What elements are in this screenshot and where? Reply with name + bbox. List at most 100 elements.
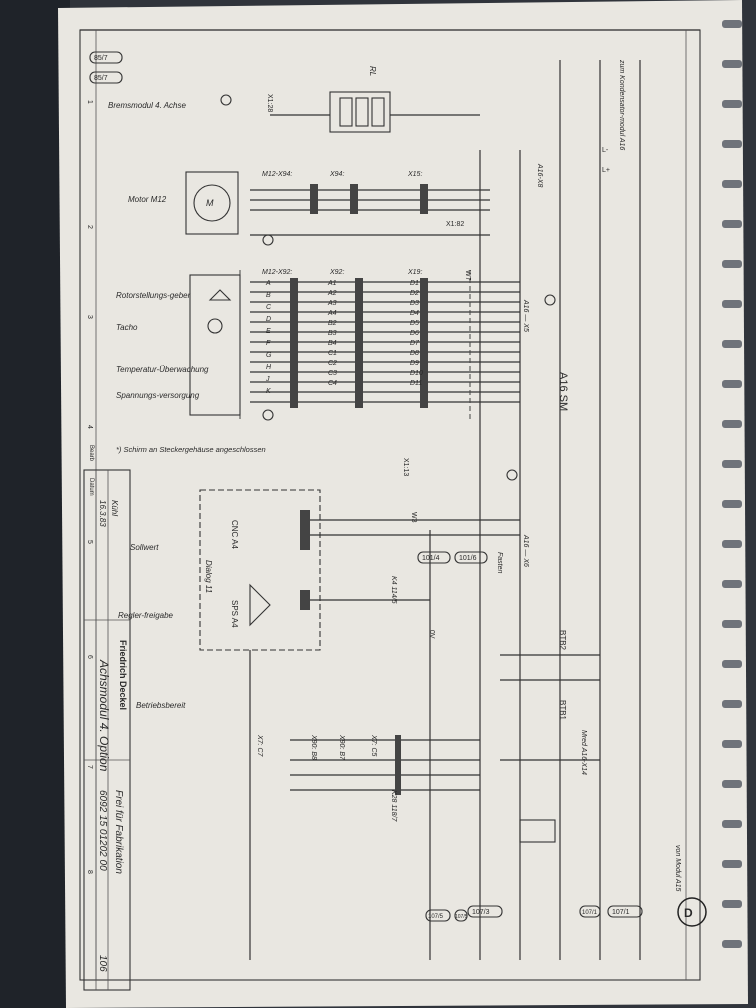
label-m12-x94: M12-X94: xyxy=(262,171,292,178)
col-5: 5 xyxy=(86,540,93,544)
term-code-9: 101/4 xyxy=(422,555,440,562)
title-main: Achsmodul 4. Option xyxy=(97,659,111,772)
title-company: Friedrich Deckel xyxy=(118,640,128,710)
label-regler: Regler-freigabe xyxy=(118,611,174,620)
label-m12-x92: M12-X92: xyxy=(262,269,292,276)
label-x1-28: X1:28 xyxy=(266,94,273,112)
title-bearb-label: Bearb xyxy=(88,445,94,462)
x19-pin-1: D1 xyxy=(410,280,419,287)
rotor-encoder-box xyxy=(189,274,241,416)
label-x1-82: X1:82 xyxy=(446,221,464,228)
x19-pin-9: D9 xyxy=(410,360,419,367)
column-number-row: 1 2 3 4 5 6 7 8 xyxy=(86,100,93,874)
label-temp: Temperatur-Überwachung xyxy=(116,365,209,374)
col-3: 3 xyxy=(86,315,93,319)
label-motor: Motor M12 xyxy=(128,195,167,204)
label-l-minus: L- xyxy=(602,147,609,154)
col-6: 6 xyxy=(86,655,93,659)
svg-text:D: D xyxy=(684,906,693,920)
x92-pin-3: A3 xyxy=(327,300,337,307)
ground-symbols xyxy=(220,94,556,481)
label-bremsmodul: Bremsmodul 4. Achse xyxy=(108,101,187,110)
x90-pins: X7: C5 X90: B7 X90: B8 X7: C7 xyxy=(256,734,377,761)
label-a16-x6: A16 — X6 xyxy=(522,534,529,567)
title-note: Frei für Fabrikation xyxy=(113,790,124,874)
term-code-5: 107/3 xyxy=(472,909,490,916)
label-l-plus: L+ xyxy=(602,167,610,174)
label-x1-13: X1:13 xyxy=(402,458,409,476)
label-dialog: Dialog 11 xyxy=(204,560,213,593)
rotor-wiring xyxy=(239,270,520,420)
term-code-6: 107/5 xyxy=(455,914,468,920)
m12-pin-j: J xyxy=(265,376,270,383)
m12-pin-d: D xyxy=(266,316,271,323)
title-date-label: Datum xyxy=(88,478,94,496)
m12-pins: A B C D E F G H J K xyxy=(265,280,272,395)
x92-pin-4: A4 xyxy=(327,310,337,317)
x19-pin-7: D7 xyxy=(410,340,420,347)
col-7: 7 xyxy=(86,765,93,769)
m12-pin-k: K xyxy=(266,388,271,395)
x19-pin-4: D4 xyxy=(410,310,419,317)
m12-pin-g: G xyxy=(266,352,272,359)
company-logo: D xyxy=(677,897,707,927)
m12-pin-b: B xyxy=(266,292,271,299)
paper xyxy=(58,0,748,1008)
label-betrieb: Betriebsbereit xyxy=(136,701,186,710)
label-a16-x8: A16-X8 xyxy=(536,163,543,187)
x92-pin-11: C4 xyxy=(328,380,337,387)
col-2: 2 xyxy=(86,225,93,229)
term-code-7: 107/5 xyxy=(428,914,444,920)
x90-pin-1: X7: C5 xyxy=(370,734,377,757)
x19-pins: D1 D2 D3 D4 D5 D6 D7 D8 D9 D10 D11 xyxy=(410,280,423,387)
label-fasten: Fasten xyxy=(496,552,503,574)
label-a16-sm: A16 SM xyxy=(557,372,569,411)
m12-pin-f: F xyxy=(266,340,271,347)
spiral-binding xyxy=(722,20,742,948)
terminal-codes: 85/7 85/7 107/1 107/1 107/3 107/5 107/5 … xyxy=(89,51,643,922)
label-cnc: CNC A4 xyxy=(230,520,239,549)
x19-pin-2: D2 xyxy=(410,290,419,297)
x92-pin-8: C1 xyxy=(328,350,337,357)
label-spannung: Spannungs-versorgung xyxy=(116,391,200,400)
binder-edge xyxy=(0,0,70,1008)
title-name-value: Kühl xyxy=(110,500,119,516)
label-schirm: *) Schirm an Steckergehäuse angeschlosse… xyxy=(116,445,266,454)
label-rotor: Rotorstellungs-geber xyxy=(116,291,191,300)
m12-pin-h: H xyxy=(266,364,272,371)
control-box xyxy=(199,489,520,651)
title-block: Datum 16.3.83 Bearb Kühl Friedrich Decke… xyxy=(83,445,131,991)
x92-pin-2: A2 xyxy=(327,290,337,297)
label-w3: W3 xyxy=(410,512,417,523)
col-8: 8 xyxy=(86,870,93,874)
motor-wiring xyxy=(250,184,490,236)
m12-pin-c: C xyxy=(266,304,272,311)
x19-pin-10: D10 xyxy=(410,370,423,377)
term-code-8: 101/6 xyxy=(459,555,477,562)
label-rl: RL xyxy=(368,66,377,76)
label-tacho: Tacho xyxy=(116,323,138,332)
title-sheet-number: 106 xyxy=(97,955,108,972)
x90-pin-2: X90: B7 xyxy=(338,734,345,761)
x90-pin-4: X7: C7 xyxy=(256,734,263,758)
term-code-3: 107/1 xyxy=(612,909,630,916)
x92-pins: A1 A2 A3 A4 B2 B3 B4 C1 C2 C3 C4 xyxy=(327,280,337,387)
x92-pin-7: B4 xyxy=(328,340,337,347)
col-4: 4 xyxy=(86,425,93,429)
x19-pin-5: D5 xyxy=(410,320,419,327)
label-x19: X19: xyxy=(407,269,422,276)
title-drawing-number: 6092 15 01202 00 xyxy=(97,790,108,871)
x19-pin-6: D6 xyxy=(410,330,419,337)
label-k28: K28 118/7 xyxy=(390,790,397,823)
x92-pin-10: C3 xyxy=(328,370,337,377)
label-a16-x5: A16 — X5 xyxy=(522,299,529,332)
term-code-4: 107/1 xyxy=(582,910,598,916)
label-sollwert: Sollwert xyxy=(130,543,159,552)
label-mred: Mred A16-X14 xyxy=(580,730,587,775)
label-btb2: BTB2 xyxy=(558,630,567,651)
x92-pin-6: B3 xyxy=(328,330,337,337)
label-ov-1: 0V xyxy=(428,630,435,639)
relay-contacts xyxy=(290,654,600,843)
label-x15: X15: xyxy=(407,171,422,178)
